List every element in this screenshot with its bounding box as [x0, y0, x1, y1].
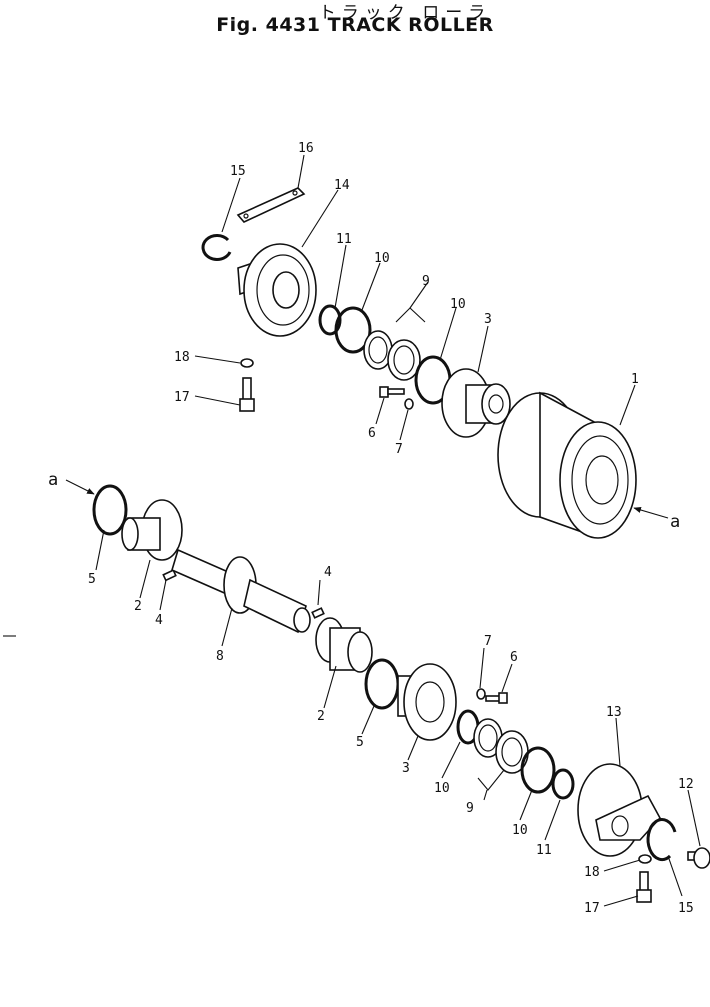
callout-17-lower: 17 [584, 901, 600, 916]
callout-11-upper: 11 [336, 232, 352, 247]
pin-4-right [311, 607, 325, 619]
leader-lines [3, 154, 701, 907]
callout-1: 1 [631, 372, 639, 387]
callout-9-lower: 9 [466, 801, 474, 816]
bolt-6-lower [485, 692, 508, 704]
title-japanese: トラック ローラ [318, 3, 492, 23]
callout-3-lower: 3 [402, 761, 410, 776]
callout-2-right: 2 [317, 709, 325, 724]
callout-8: 8 [216, 649, 224, 664]
callout-5-right: 5 [356, 735, 364, 750]
callout-2-left: 2 [134, 599, 142, 614]
callout-17-upper: 17 [174, 390, 190, 405]
o-ring-10-upper-left [334, 306, 372, 354]
callout-15-upper: 15 [230, 164, 246, 179]
callout-6-upper: 6 [368, 426, 376, 441]
floating-seal-9-upper [363, 330, 421, 381]
callout-16: 16 [298, 141, 314, 156]
callout-4-right: 4 [324, 565, 332, 580]
o-ring-5-right [364, 658, 400, 710]
plate-16 [236, 187, 306, 223]
callout-18-upper: 18 [174, 350, 190, 365]
callout-10-upper-left: 10 [374, 251, 390, 266]
callout-7-upper: 7 [395, 442, 403, 457]
callout-7-lower: 7 [484, 634, 492, 649]
collar-3-lower [397, 663, 457, 741]
o-ring-11-lower [551, 768, 575, 800]
bolt-6-upper [379, 386, 405, 398]
snap-ring-15-lower [646, 818, 677, 862]
reference-a-left: a [48, 470, 58, 490]
snap-ring-15 [201, 233, 232, 261]
callout-12: 12 [678, 777, 694, 792]
callout-5-left: 5 [88, 572, 96, 587]
washer-18-lower [638, 854, 652, 864]
collar-2-left [121, 499, 183, 561]
o-ring-11-upper [318, 304, 342, 336]
washer-7-lower [476, 688, 486, 700]
pin-4-left [162, 569, 177, 582]
callout-14: 14 [334, 178, 350, 193]
callout-11-lower: 11 [536, 843, 552, 858]
callout-10-upper-right: 10 [450, 297, 466, 312]
callout-9-upper: 9 [422, 274, 430, 289]
roller-1 [497, 391, 637, 539]
seal-housing-14 [237, 243, 317, 337]
collar-3-upper [441, 368, 511, 438]
washer-18-upper [240, 358, 254, 368]
callout-13: 13 [606, 705, 622, 720]
callout-10-lower-left: 10 [434, 781, 450, 796]
callout-18-lower: 18 [584, 865, 600, 880]
plug-12 [687, 847, 710, 869]
bolt-17-upper [239, 377, 255, 412]
seal-housing-13 [577, 763, 661, 857]
figure-title: Fig. 4431 TRACK ROLLER [216, 14, 494, 36]
o-ring-10-lower-right [520, 746, 556, 794]
reference-a-right: a [670, 512, 680, 532]
shaft-8 [171, 548, 311, 634]
callout-15-lower: 15 [678, 901, 694, 916]
washer-7-upper [404, 398, 414, 410]
callout-10-lower-right: 10 [512, 823, 528, 838]
floating-seal-9-lower [473, 718, 529, 774]
collar-2-right [315, 617, 373, 673]
callout-3-upper: 3 [484, 312, 492, 327]
callout-6-lower: 6 [510, 650, 518, 665]
callout-4-left: 4 [155, 613, 163, 628]
bolt-17-lower [636, 871, 652, 903]
o-ring-5-left [92, 484, 128, 536]
